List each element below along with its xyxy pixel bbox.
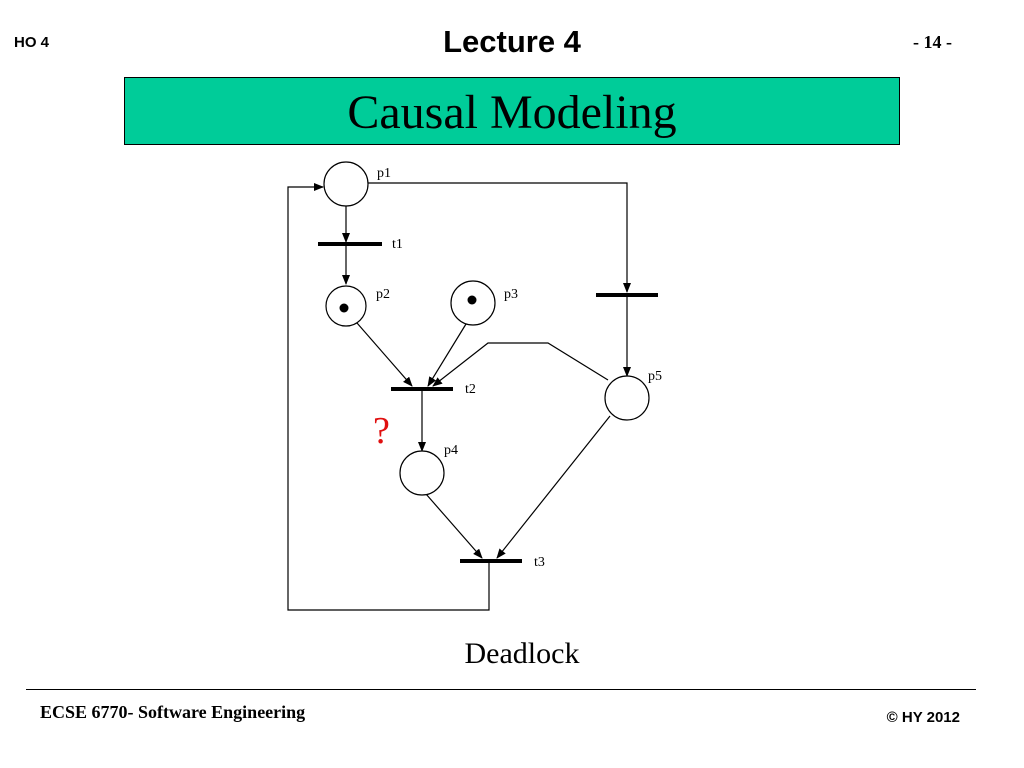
place-p1 [323, 161, 369, 207]
place-p4 [399, 450, 445, 496]
label-p3: p3 [504, 287, 518, 302]
question-mark: ? [373, 410, 390, 452]
page-number: - 14 - [913, 32, 952, 52]
copyright-notice: © HY 2012 [886, 709, 960, 726]
lecture-title: Lecture 4 [443, 24, 581, 59]
footer-divider [26, 689, 976, 690]
transitions [318, 242, 658, 563]
label-p1: p1 [377, 166, 391, 181]
label-p5: p5 [648, 369, 662, 384]
arc-p3-t2 [427, 323, 467, 387]
labels: p1 t1 p2 p3 t2 p5 p4 t3 [376, 166, 662, 570]
title-banner: Causal Modeling [124, 77, 900, 145]
arcs [287, 182, 631, 611]
course-name: ECSE 6770- Software Engineering [40, 702, 306, 722]
places [323, 161, 650, 496]
token-p2 [339, 303, 349, 313]
label-p4: p4 [444, 443, 458, 458]
place-p5 [604, 375, 650, 421]
arc-p5-t3 [496, 415, 611, 559]
label-t2: t2 [465, 382, 476, 397]
label-t3: t3 [534, 555, 545, 570]
tokens [339, 295, 477, 313]
arc-p4-t3 [425, 493, 483, 559]
label-t1: t1 [392, 237, 403, 252]
diagram-caption: Deadlock [464, 637, 580, 670]
arc-p2-t2 [356, 322, 413, 387]
arc-t3-p1 [287, 183, 490, 611]
token-p3 [467, 295, 477, 305]
arc-p5-t2 [432, 342, 609, 387]
label-p2: p2 [376, 287, 390, 302]
handout-number: HO 4 [14, 34, 50, 51]
arc-p1-tx [368, 182, 631, 293]
slide-title: Causal Modeling [347, 86, 677, 139]
